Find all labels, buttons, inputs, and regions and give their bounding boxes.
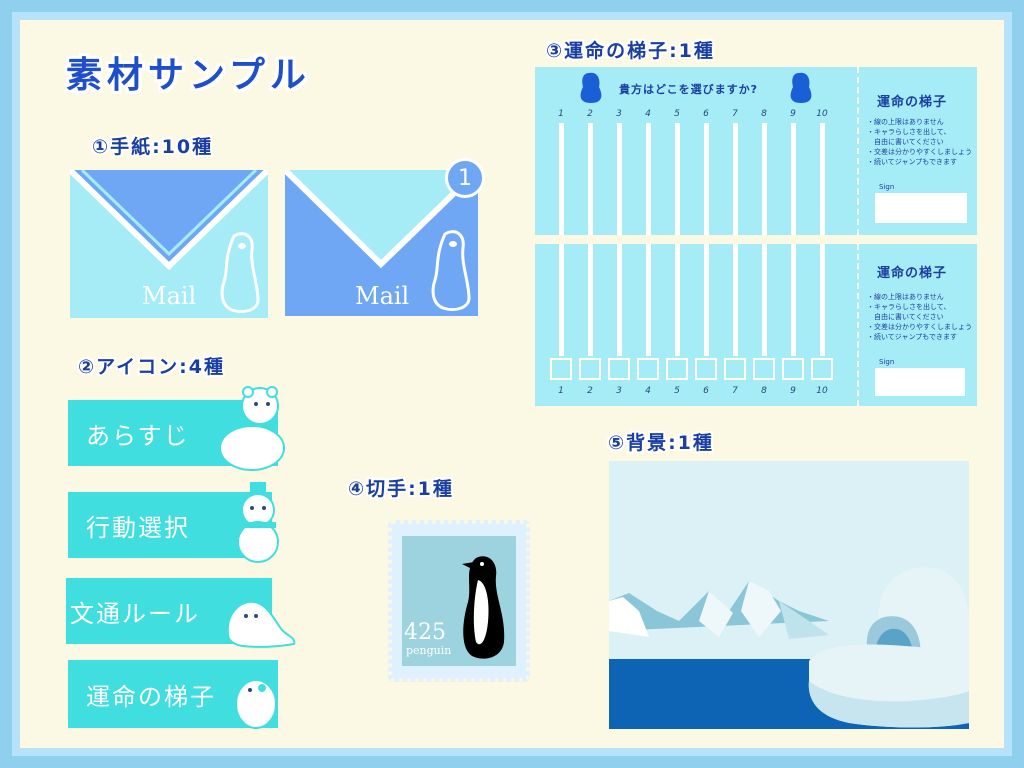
rule-line: ・交差は分かりやすくしましょう bbox=[867, 148, 972, 156]
ladder-number: 6 bbox=[703, 109, 709, 119]
penguin-icon bbox=[790, 72, 812, 103]
sign-label: Sign bbox=[879, 183, 895, 191]
ladder-rung bbox=[617, 123, 622, 235]
ladder-answer-box[interactable] bbox=[724, 358, 746, 380]
synopsis-label: あらすじ bbox=[86, 421, 190, 450]
ladder-answer-box[interactable] bbox=[753, 358, 775, 380]
sign-field[interactable] bbox=[875, 368, 965, 396]
ladder-number: 9 bbox=[790, 109, 796, 119]
notification-badge: 1 bbox=[445, 158, 485, 198]
rule-line: ・続いてジャンプもできます bbox=[867, 158, 957, 166]
stamp-inner: 425 penguin bbox=[402, 536, 516, 666]
ladder-rung bbox=[762, 123, 767, 235]
ladder-answer-box[interactable] bbox=[637, 358, 659, 380]
section-title-icons: ②アイコン:4種 bbox=[78, 356, 225, 378]
polar-bear-icon bbox=[216, 382, 290, 474]
envelope-label: Mail bbox=[355, 282, 410, 310]
action-select-label: 行動選択 bbox=[86, 513, 190, 542]
perforation-line bbox=[857, 244, 859, 406]
ladder-rung bbox=[559, 244, 564, 356]
ladder-number: 5 bbox=[674, 386, 680, 396]
ladder-number: 5 bbox=[674, 109, 680, 119]
ladder-answer-box[interactable] bbox=[579, 358, 601, 380]
arctic-background bbox=[609, 461, 969, 729]
ladder-rung bbox=[559, 123, 564, 235]
fate-ladder-label: 運命の梯子 bbox=[86, 682, 216, 711]
ladder-rung bbox=[704, 123, 709, 235]
sign-field[interactable] bbox=[875, 193, 967, 223]
ladder-number: 2 bbox=[587, 109, 593, 119]
ladder-number: 10 bbox=[816, 109, 828, 119]
ladder-sheet-bottom: 運命の梯子 ・線の上限はありません ・キャラらしさを出して、 自由に書いてくださ… bbox=[535, 244, 977, 406]
section-title-stamp: ④切手:1種 bbox=[348, 478, 454, 500]
ladder-rung bbox=[762, 244, 767, 356]
ladder-number: 1 bbox=[558, 386, 564, 396]
ladder-side-title: 運命の梯子 bbox=[877, 266, 948, 281]
ladder-answer-box[interactable] bbox=[811, 358, 833, 380]
ladder-rung bbox=[588, 123, 593, 235]
ladder-number: 8 bbox=[761, 386, 767, 396]
envelope-label: Mail bbox=[142, 282, 197, 310]
ladder-answer-box[interactable] bbox=[695, 358, 717, 380]
ladder-rung bbox=[675, 123, 680, 235]
rule-line: 自由に書いてください bbox=[867, 313, 944, 321]
ladder-rung bbox=[646, 123, 651, 235]
rule-line: ・線の上限はありません bbox=[867, 293, 944, 301]
ladder-rung bbox=[820, 244, 825, 356]
section-title-ladder: ③運命の梯子:1種 bbox=[546, 40, 715, 62]
rule-line: 自由に書いてください bbox=[867, 138, 944, 146]
seal-icon bbox=[222, 594, 298, 650]
penguin-icon bbox=[580, 72, 602, 103]
ladder-number: 3 bbox=[616, 109, 622, 119]
ladder-number: 3 bbox=[616, 386, 622, 396]
page-title: 素材サンプル bbox=[66, 55, 311, 96]
ladder-answer-box[interactable] bbox=[666, 358, 688, 380]
stamp-label: penguin bbox=[406, 644, 452, 657]
sign-label: Sign bbox=[879, 358, 895, 366]
ladder-number: 1 bbox=[558, 109, 564, 119]
ladder-rung bbox=[704, 244, 709, 356]
letter-rules-label: 文通ルール bbox=[70, 599, 200, 628]
ladder-rung bbox=[588, 244, 593, 356]
chick-icon bbox=[230, 666, 280, 730]
ladder-number: 7 bbox=[732, 109, 738, 119]
snowman-icon bbox=[232, 478, 284, 564]
ladder-rung bbox=[733, 244, 738, 356]
ladder-rung bbox=[646, 244, 651, 356]
ladder-rung bbox=[617, 244, 622, 356]
section-title-letters: ①手紙:10種 bbox=[92, 136, 214, 158]
rule-line: ・交差は分かりやすくしましょう bbox=[867, 323, 972, 331]
ladder-rung bbox=[791, 244, 796, 356]
envelope-light: Mail bbox=[67, 167, 271, 318]
rule-line: ・キャラらしさを出して、 bbox=[867, 303, 951, 311]
envelope-blue: Mail bbox=[282, 167, 481, 316]
ladder-number: 4 bbox=[645, 386, 651, 396]
stamp-value: 425 bbox=[404, 620, 446, 645]
ladder-sheet-top: 貴方はどこを選びますか? 運命の梯子 ・線の上限はありません ・キャラらしさを出… bbox=[535, 67, 977, 235]
ladder-number: 6 bbox=[703, 386, 709, 396]
penguin-icon bbox=[462, 556, 505, 659]
ladder-answer-box[interactable] bbox=[782, 358, 804, 380]
postage-stamp: 425 penguin bbox=[388, 520, 530, 682]
ladder-number: 10 bbox=[816, 386, 828, 396]
ladder-rung bbox=[675, 244, 680, 356]
ladder-rung bbox=[820, 123, 825, 235]
ladder-number: 4 bbox=[645, 109, 651, 119]
ladder-side-title: 運命の梯子 bbox=[877, 95, 948, 110]
rule-line: ・続いてジャンプもできます bbox=[867, 333, 957, 341]
ladder-header: 貴方はどこを選びますか? bbox=[619, 83, 759, 96]
ladder-rung bbox=[791, 123, 796, 235]
ladder-number: 7 bbox=[732, 386, 738, 396]
section-title-background: ⑤背景:1種 bbox=[608, 432, 714, 454]
ladder-number: 2 bbox=[587, 386, 593, 396]
rule-line: ・線の上限はありません bbox=[867, 118, 944, 126]
perforation-line bbox=[857, 67, 859, 235]
ladder-number: 9 bbox=[790, 386, 796, 396]
ladder-rung bbox=[733, 123, 738, 235]
ladder-answer-box[interactable] bbox=[550, 358, 572, 380]
ladder-answer-box[interactable] bbox=[608, 358, 630, 380]
ladder-number: 8 bbox=[761, 109, 767, 119]
rule-line: ・キャラらしさを出して、 bbox=[867, 128, 951, 136]
